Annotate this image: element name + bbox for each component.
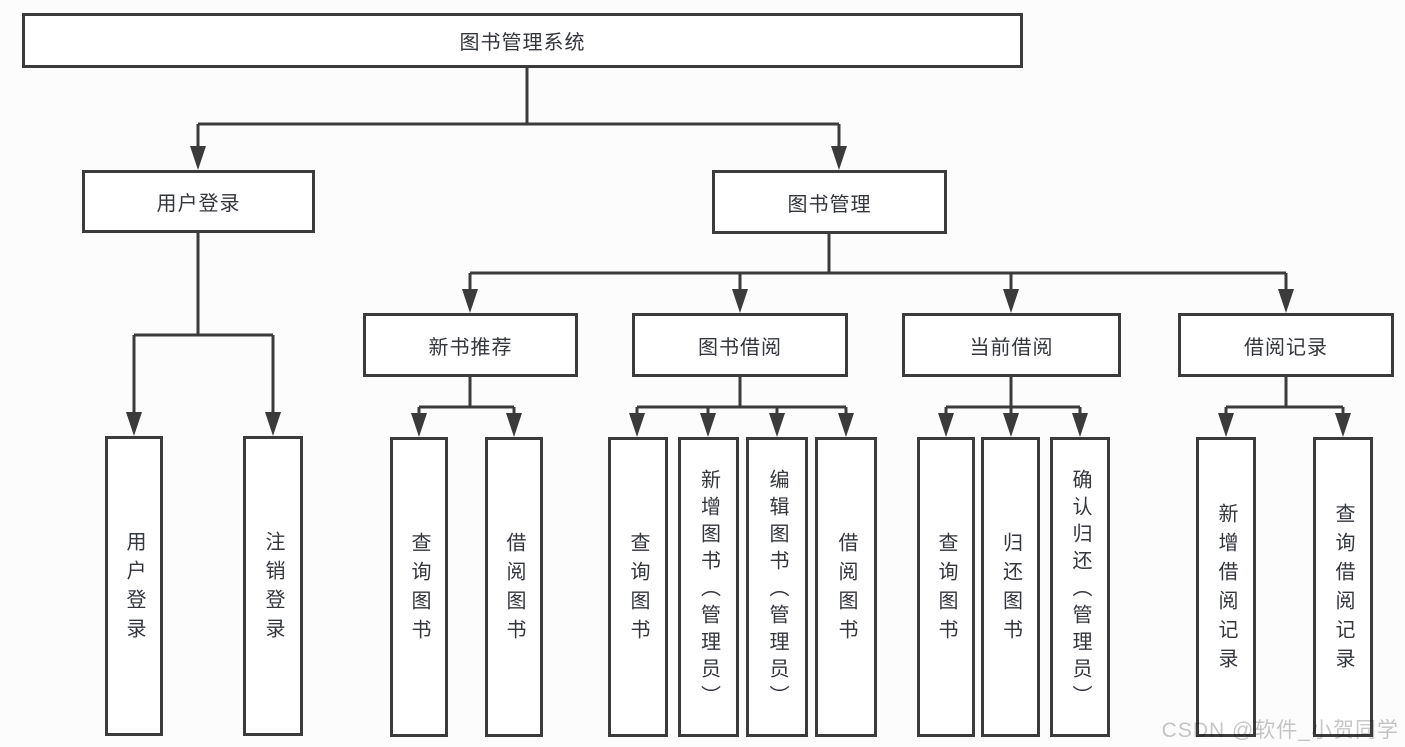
node-book-management-branch: 图书管理: [712, 170, 947, 234]
node-root-system: 图书管理系统: [22, 13, 1023, 68]
leaf-query-borrow-record: 查询借阅记录: [1313, 437, 1373, 737]
leaf-add-book-admin: 新增图书（管理员）: [678, 437, 739, 737]
leaf-logout: 注销登录: [243, 436, 303, 736]
node-book-borrowing: 图书借阅: [632, 313, 848, 377]
leaf-return-book: 归还图书: [981, 437, 1040, 737]
leaf-recommend-query-books: 查询图书: [390, 437, 448, 737]
leaf-current-query-books: 查询图书: [917, 437, 975, 737]
csdn-watermark: CSDN @软件_小贺同学: [1161, 719, 1399, 742]
leaf-borrowing-query-books: 查询图书: [608, 437, 668, 737]
node-new-book-recommend: 新书推荐: [363, 313, 578, 377]
node-user-login-branch: 用户登录: [82, 170, 315, 233]
leaf-confirm-return-admin: 确认归还（管理员）: [1050, 437, 1110, 737]
node-borrow-records: 借阅记录: [1178, 313, 1394, 377]
leaf-user-login: 用户登录: [105, 436, 163, 736]
leaf-add-borrow-record: 新增借阅记录: [1196, 437, 1256, 737]
node-current-borrowing: 当前借阅: [902, 313, 1121, 377]
leaf-borrowing-borrow-books: 借阅图书: [815, 437, 877, 737]
leaf-recommend-borrow-books: 借阅图书: [485, 437, 543, 737]
arrowhead-icons: [126, 146, 1351, 437]
leaf-edit-book-admin: 编辑图书（管理员）: [746, 437, 808, 737]
